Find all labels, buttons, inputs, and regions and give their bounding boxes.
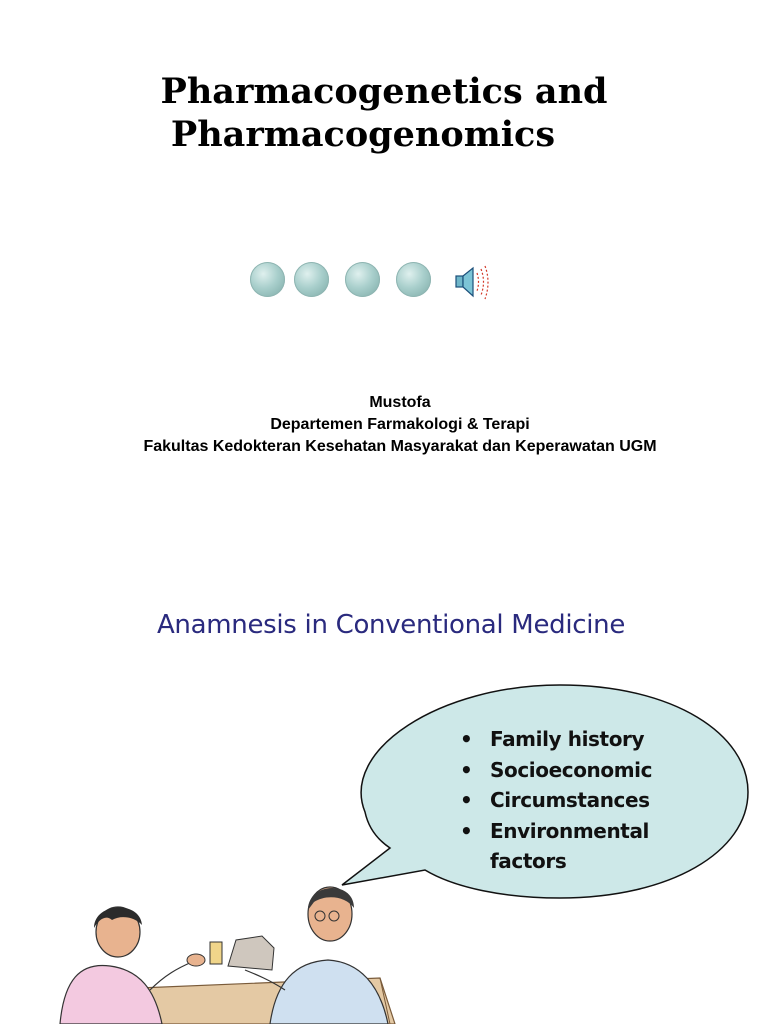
slide-title: Pharmacogenetics and Pharmacogenomics — [60, 70, 708, 156]
section-heading: Anamnesis in Conventional Medicine — [156, 610, 626, 640]
author-department: Departemen Farmakologi & Terapi — [270, 416, 530, 433]
title-line-1: Pharmacogenetics and — [160, 71, 608, 112]
nav-dot[interactable] — [250, 262, 285, 297]
list-item: •Family history — [460, 727, 645, 751]
speaker-icon[interactable] — [453, 263, 493, 303]
author-faculty: Fakultas Kedokteran Kesehatan Masyarakat… — [143, 438, 657, 455]
list-item: •Socioeconomic — [460, 757, 653, 782]
list-item: •Circumstances — [460, 788, 650, 812]
doctor-patient-illustration — [50, 870, 410, 1025]
list-item: •Environmental — [460, 818, 649, 843]
speech-bubble — [330, 680, 760, 910]
nav-dot[interactable] — [294, 262, 329, 297]
nav-dot[interactable] — [396, 262, 431, 297]
bullet-list: •Family history •Socioeconomic •Circumst… — [460, 724, 652, 877]
title-line-2: Pharmacogenomics — [170, 114, 556, 155]
author-block: Mustofa Departemen Farmakologi & Terapi … — [40, 392, 760, 458]
nav-dot[interactable] — [345, 262, 380, 297]
author-name: Mustofa — [369, 394, 431, 411]
list-item-continuation: factors — [490, 849, 567, 873]
